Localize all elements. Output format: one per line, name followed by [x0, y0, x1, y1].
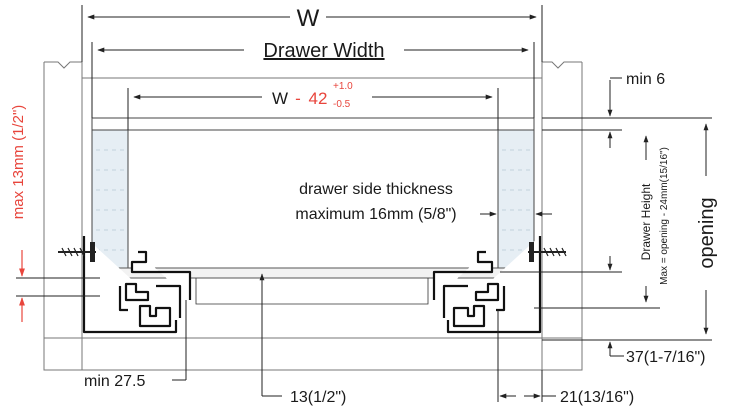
dim-rail-depth: 21(13/16") [497, 310, 634, 406]
max-bottom-label: max 13mm (1/2") [10, 105, 27, 220]
dim-drawer-width: Drawer Width [91, 40, 535, 118]
bottom-recess-label: 13(1/2") [290, 389, 346, 406]
dim-inner-width: W - 42 +1.0 -0.5 [127, 81, 499, 130]
dim-rail-height: 37(1-7/16") [500, 256, 706, 366]
right-screw-icon [528, 242, 567, 262]
dim-min-side: min 27.5 [84, 300, 187, 390]
min-side-label: min 27.5 [84, 373, 145, 390]
drawer-width-label: Drawer Width [263, 40, 384, 62]
dim-overall-width: W [81, 5, 543, 62]
dim-opening: opening [542, 123, 718, 341]
overall-width-label: W [297, 5, 320, 32]
side-thickness-annotation: drawer side thickness maximum 16mm (5/8"… [295, 181, 552, 223]
inner-width-base: W [272, 89, 288, 108]
drawer-height-line1: Drawer Height [639, 183, 653, 260]
inner-width-offset: 42 [309, 89, 328, 108]
inner-width-separator: - [295, 89, 301, 108]
left-screw-icon [58, 242, 96, 262]
drawer-height-line2: Max = opening - 24mm(15/16") [659, 147, 670, 285]
dim-max-bottom: max 13mm (1/2") [10, 105, 100, 322]
rail-depth-label: 21(13/16") [560, 389, 634, 406]
min-top-label: min 6 [626, 71, 665, 88]
rail-height-label: 37(1-7/16") [626, 349, 706, 366]
opening-label: opening [696, 197, 718, 268]
inner-width-tol-minus: -0.5 [333, 99, 351, 110]
dim-min-top: min 6 [542, 71, 712, 148]
dim-bottom-recess: 13(1/2") [259, 273, 346, 406]
dim-drawer-height: Drawer Height Max = opening - 24mm(15/16… [534, 135, 670, 309]
left-slide-rail [82, 236, 192, 334]
right-slide-rail [432, 236, 542, 334]
side-thickness-line1: drawer side thickness [299, 181, 453, 198]
inner-width-tol-plus: +1.0 [333, 81, 353, 92]
side-thickness-line2: maximum 16mm (5/8") [295, 206, 456, 223]
